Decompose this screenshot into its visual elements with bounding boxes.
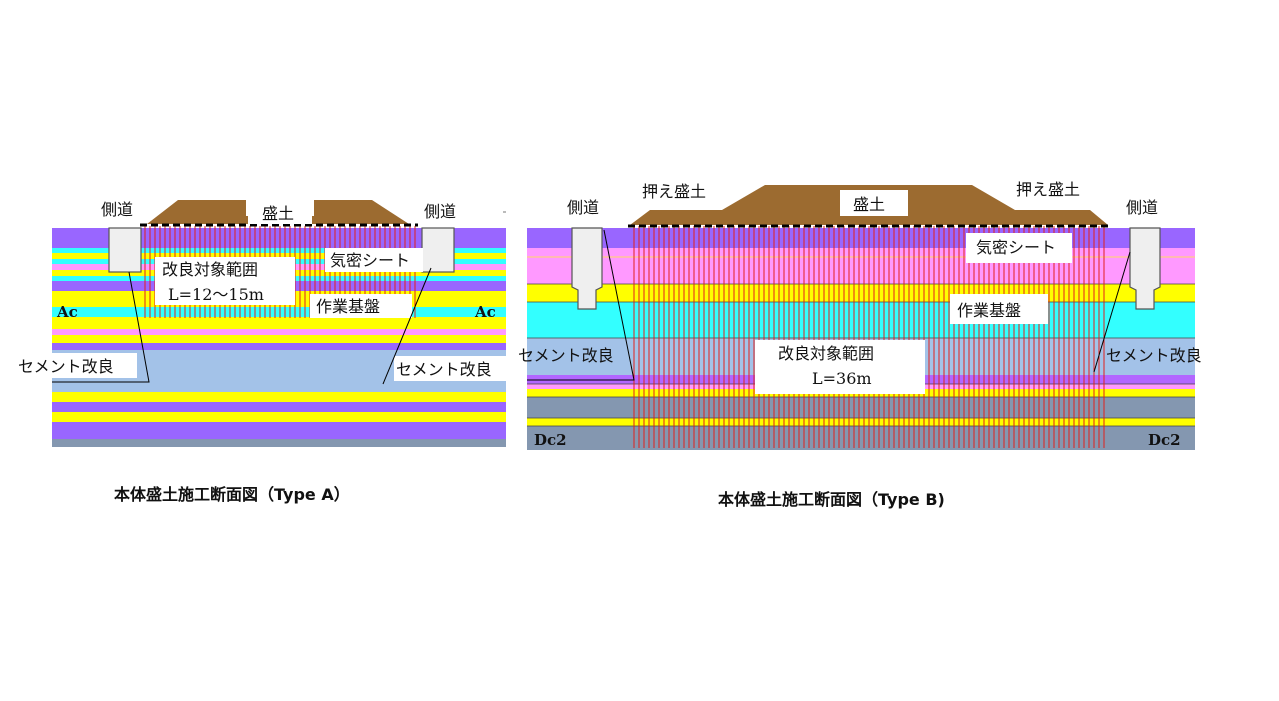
- type-a-work-base-box: [310, 294, 412, 318]
- type-a-cement-left-box: [15, 353, 137, 378]
- type-a-layer-label-left: Ac: [56, 303, 78, 321]
- type-b-embankment-label: 盛土: [853, 195, 885, 214]
- type-b-cement-left-leader: [527, 229, 635, 381]
- type-a-cement-right-leader: [382, 267, 432, 385]
- type-a-improvement-label: 改良対象範囲: [162, 260, 258, 279]
- type-a-sidewalk-box-right: [421, 227, 455, 273]
- type-b-layer-label-right: Dc2: [1148, 431, 1181, 449]
- type-a-length-label: L=12～15m: [168, 285, 264, 304]
- type-b-counterweight-label-left: 押え盛土: [642, 182, 706, 201]
- type-b-sidewalk-label-left: 側道: [567, 198, 599, 217]
- type-a-section: 盛土 側道 側道 改良対象範囲 L=12～15m 気密シート 作業基盤 Ac A…: [15, 200, 506, 504]
- type-b-work-base-box: [950, 294, 1048, 324]
- type-b-embankment-label-bg: [840, 190, 908, 216]
- type-b-airtight-label: 気密シート: [976, 238, 1056, 257]
- type-a-layer-label-right: Ac: [474, 303, 496, 321]
- type-a-cement-left-label: セメント改良: [18, 357, 114, 376]
- type-b-cement-right-label: セメント改良: [1106, 346, 1202, 365]
- type-b-cement-left-label: セメント改良: [518, 346, 614, 365]
- type-b-counterweight-label-right: 押え盛土: [1016, 180, 1080, 199]
- type-a-embankment-label-bg: [248, 204, 312, 224]
- type-b-soil-layers: [527, 228, 1195, 450]
- type-b-sidewalk-wall-left: [571, 227, 603, 310]
- type-b-work-base-label: 作業基盤: [957, 301, 1021, 320]
- type-a-embankment: [147, 200, 409, 224]
- type-a-work-base-label: 作業基盤: [316, 297, 380, 316]
- type-b-sidewalk-wall-right: [1129, 227, 1161, 310]
- type-a-sidewalk-label-left: 側道: [101, 200, 133, 219]
- type-b-improvement-box: [755, 340, 925, 394]
- type-a-cement-left-leader: [52, 271, 150, 383]
- type-b-cement-right-leader: [1093, 251, 1131, 373]
- type-a-embankment-label: 盛土: [262, 204, 294, 223]
- type-b-improvement-label: 改良対象範囲: [778, 344, 874, 363]
- type-b-section: 側道 側道 押え盛土 押え盛土 盛土 気密シート 作業基盤 改良対象範囲 L=3…: [518, 180, 1202, 509]
- type-a-sidewalk-label-right: 側道: [424, 202, 456, 221]
- type-b-layer-label-left: Dc2: [534, 431, 567, 449]
- type-a-sidewalk-box-left: [108, 227, 142, 273]
- type-a-airtight-box: [325, 248, 423, 272]
- type-a-cement-right-box: [394, 356, 506, 381]
- type-a-airtight-label: 気密シート: [330, 251, 410, 270]
- type-a-improvement-box: [155, 257, 295, 305]
- type-a-cement-right-label: セメント改良: [396, 360, 492, 379]
- type-b-length-label: L=36m: [812, 369, 872, 388]
- type-b-sidewalk-label-right: 側道: [1126, 198, 1158, 217]
- type-b-caption: 本体盛土施工断面図（Type B): [718, 490, 945, 509]
- type-a-caption: 本体盛土施工断面図（Type A）: [114, 485, 350, 504]
- type-b-airtight-box: [966, 233, 1072, 263]
